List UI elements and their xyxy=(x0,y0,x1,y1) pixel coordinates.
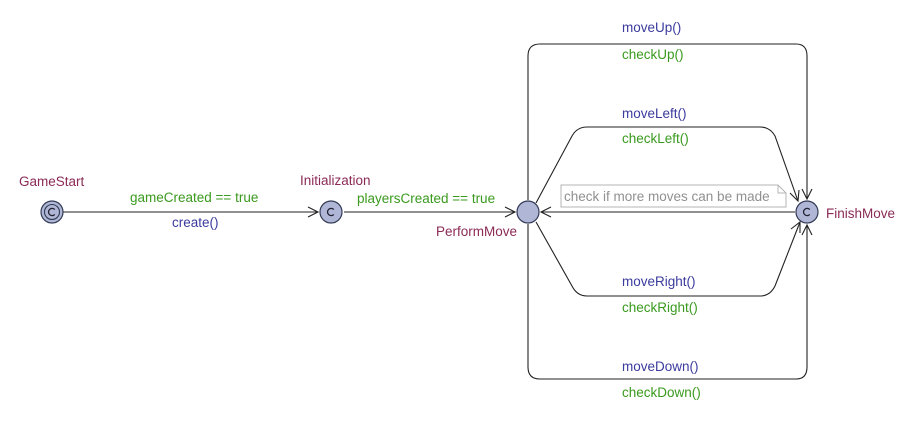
guard-check-left: checkLeft() xyxy=(622,131,689,146)
arrowhead-back-to-performmove xyxy=(539,206,552,218)
action-move-left: moveLeft() xyxy=(622,106,687,121)
arrowhead-move-up xyxy=(801,188,813,201)
location-name-initialization: Initialization xyxy=(300,173,371,188)
location-finishmove[interactable] xyxy=(795,200,819,224)
initial-location-marker xyxy=(43,203,61,221)
edge-move-up xyxy=(527,43,808,200)
action-move-up: moveUp() xyxy=(622,20,681,35)
location-gamestart[interactable] xyxy=(40,200,64,224)
arrowhead-move-down xyxy=(801,223,813,236)
action-move-down: moveDown() xyxy=(622,359,699,374)
guard-players-created: playersCreated == true xyxy=(357,191,495,206)
note-box xyxy=(560,184,787,208)
location-name-finishmove: FinishMove xyxy=(826,206,895,221)
action-move-right: moveRight() xyxy=(622,274,696,289)
edge-move-right xyxy=(535,221,801,297)
edge-move-left xyxy=(535,126,799,204)
arrowhead-initialization xyxy=(307,206,320,218)
arrowhead-move-left xyxy=(789,189,800,203)
location-initialization[interactable] xyxy=(319,200,343,224)
note-comment: check if more moves can be made xyxy=(564,189,770,204)
guard-check-up: checkUp() xyxy=(622,47,684,62)
location-performmove[interactable] xyxy=(516,200,540,224)
location-name-gamestart: GameStart xyxy=(19,174,85,189)
guard-check-down: checkDown() xyxy=(622,385,701,400)
arrowhead-performmove xyxy=(504,206,517,218)
committed-c-icon xyxy=(326,207,335,217)
arrowhead-move-right xyxy=(790,220,801,233)
edge-move-down xyxy=(527,224,808,380)
location-name-performmove: PerformMove xyxy=(436,224,517,239)
guard-check-right: checkRight() xyxy=(622,300,698,315)
committed-c-icon xyxy=(47,207,56,217)
note-corner xyxy=(777,185,786,194)
action-create: create() xyxy=(172,215,219,230)
committed-c-icon xyxy=(802,207,811,217)
guard-game-created: gameCreated == true xyxy=(130,190,258,205)
